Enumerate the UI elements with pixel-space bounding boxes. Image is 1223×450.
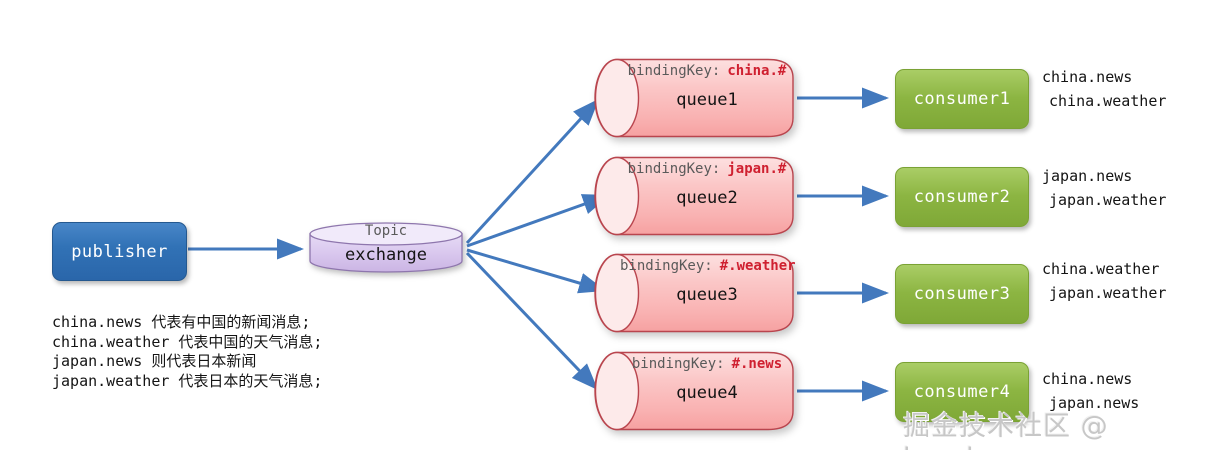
queue-cylinder-shape: [594, 351, 794, 431]
consumer2-messages: japan.news japan.weather: [1042, 164, 1166, 212]
consumer3-messages: china.weather japan.weather: [1042, 257, 1166, 305]
queue-cylinder-shape: [594, 58, 794, 138]
message-key: japan.weather: [1049, 191, 1167, 209]
binding-key-label: bindingKey:: [631, 356, 725, 372]
note-line: japan.weather 代表日本的天气消息;: [52, 371, 323, 390]
exchange-cylinder-shape: [309, 222, 463, 273]
arrow-exchange-to-queue4: [465, 251, 599, 391]
consumer-node-4: consumer4: [895, 362, 1029, 422]
consumer1-messages: china.news china.weather: [1042, 65, 1166, 113]
message-key: japan.news: [1049, 394, 1140, 412]
publisher-label: publisher: [71, 241, 168, 262]
queue3-binding-key: bindingKey: #.weather: [620, 258, 796, 274]
queue4-binding-key: bindingKey: #.news: [620, 356, 794, 372]
message-key: china.weather: [1042, 260, 1160, 278]
binding-key-value: #.weather: [719, 258, 796, 274]
publisher-node: publisher: [52, 222, 187, 281]
binding-key-value: japan.#: [727, 161, 787, 177]
message-key: japan.news: [1042, 167, 1133, 185]
queue-node-2: bindingKey: japan.# queue2: [594, 156, 796, 236]
arrow-exchange-to-queue3: [466, 248, 606, 294]
exchange-type-label: Topic: [364, 223, 408, 239]
binding-key-value: #.news: [731, 356, 783, 372]
notes-block: china.news 代表有中国的新闻消息; china.weather 代表中…: [52, 313, 322, 391]
exchange-node: Topic exchange: [309, 221, 463, 274]
message-key: japan.weather: [1049, 284, 1167, 302]
consumer4-messages: china.news japan.news: [1042, 367, 1139, 415]
queue-node-4: bindingKey: #.news queue4: [594, 351, 796, 431]
queue1-binding-key: bindingKey: china.#: [620, 63, 794, 79]
consumer4-label: consumer4: [913, 382, 1011, 402]
binding-key-label: bindingKey:: [627, 161, 721, 177]
message-key: china.news: [1042, 370, 1133, 388]
arrow-exchange-to-queue2: [466, 194, 610, 248]
queue1-name-label: queue1: [676, 90, 738, 110]
queue-node-3: bindingKey: #.weather queue3: [594, 253, 796, 333]
queue4-name-label: queue4: [676, 383, 738, 403]
arrow-exchange-to-queue1: [465, 98, 600, 245]
consumer2-label: consumer2: [913, 187, 1011, 207]
watermark: 掘金技术社区 @ lamdaxu: [903, 411, 1109, 450]
note-line: china.news 代表有中国的新闻消息;: [52, 313, 311, 331]
note-line: japan.news 则代表日本新闻: [52, 352, 257, 370]
binding-key-label: bindingKey:: [627, 63, 721, 79]
binding-key-label: bindingKey:: [620, 258, 713, 274]
message-key: china.news: [1042, 68, 1133, 86]
queue2-name-label: queue2: [676, 188, 738, 208]
queue-node-1: bindingKey: china.# queue1: [594, 58, 796, 138]
queue2-binding-key: bindingKey: japan.#: [620, 161, 794, 177]
consumer1-label: consumer1: [913, 89, 1011, 109]
consumer3-label: consumer3: [913, 284, 1011, 304]
queue3-name-label: queue3: [676, 285, 738, 305]
note-line: china.weather 代表中国的天气消息;: [52, 332, 323, 351]
queue-cylinder-shape: [594, 156, 794, 236]
exchange-name-label: exchange: [345, 245, 427, 265]
consumer-node-1: consumer1: [895, 69, 1029, 129]
binding-key-value: china.#: [727, 63, 787, 79]
consumer-node-2: consumer2: [895, 167, 1029, 227]
message-key: china.weather: [1049, 92, 1167, 110]
consumer-node-3: consumer3: [895, 264, 1029, 324]
queue-cylinder-shape: [594, 253, 794, 333]
